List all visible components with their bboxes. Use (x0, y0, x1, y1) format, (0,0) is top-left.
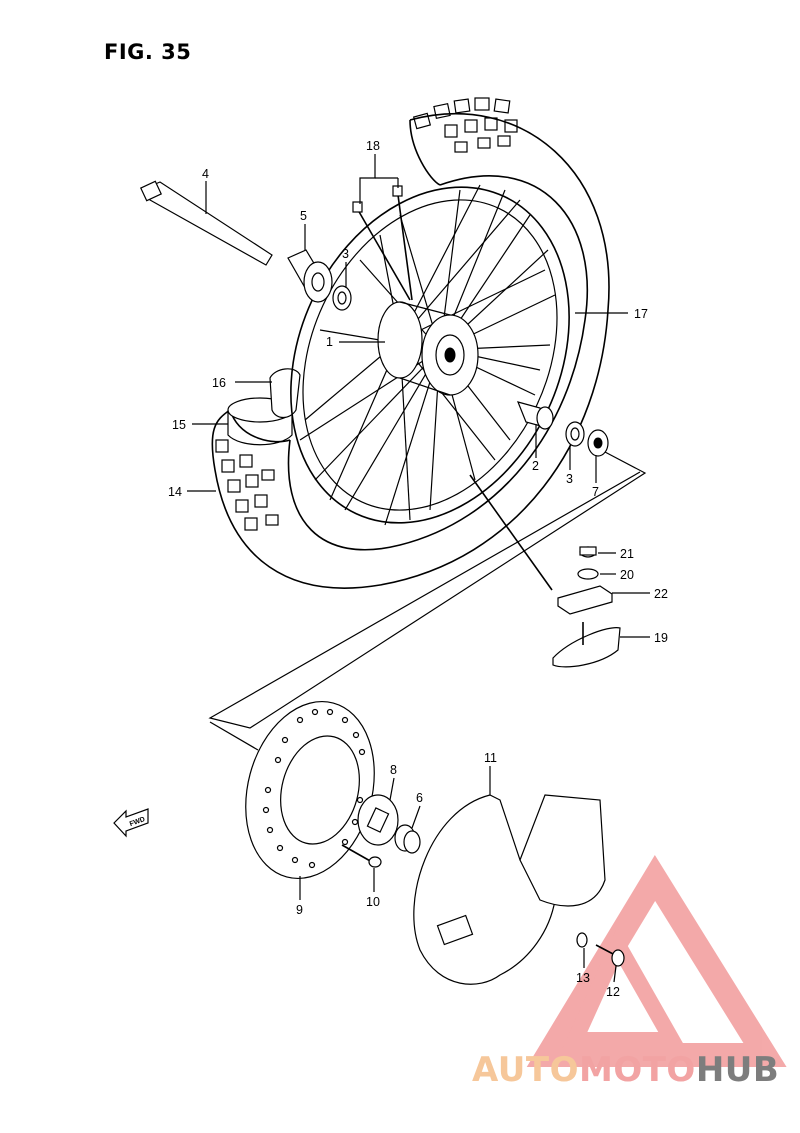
figure-title: FIG. 35 (104, 40, 192, 64)
oil-seal-part (587, 429, 609, 457)
watermark-text: AUTOMOTOHUB (472, 1050, 779, 1090)
fwd-direction-marker: FWD (113, 808, 149, 838)
callout-12: 12 (606, 985, 620, 999)
callout-5: 5 (300, 209, 307, 223)
callout-7: 7 (592, 485, 599, 499)
watermark-logo-icon (526, 855, 787, 1067)
callout-6: 6 (416, 791, 423, 805)
watermark-hub: HUB (695, 1050, 780, 1090)
callout-4: 4 (202, 167, 209, 181)
screw-part (595, 944, 625, 967)
callout-3b: 3 (566, 472, 573, 486)
callout-14: 14 (168, 485, 182, 499)
tire-part (211, 97, 610, 589)
disc-bolt-part (341, 844, 382, 868)
callout-2: 2 (532, 459, 539, 473)
rim-lock-part (552, 622, 621, 668)
arrow-left-icon (113, 808, 149, 838)
callout-15: 15 (172, 418, 186, 432)
callout-3a: 3 (342, 247, 349, 261)
nut-part (579, 546, 597, 558)
callout-19: 19 (654, 631, 668, 645)
callout-1: 1 (326, 335, 333, 349)
callout-10: 10 (366, 895, 380, 909)
rim-lock-leader (469, 474, 553, 591)
axle-part (139, 180, 273, 266)
disc-cover-part (413, 794, 606, 985)
callout-21: 21 (620, 547, 634, 561)
callout-11: 11 (484, 751, 497, 765)
rim-band-part (269, 368, 301, 419)
spoke-part (352, 185, 413, 301)
rim-lock-pad-part (557, 585, 613, 615)
bushing-part (394, 824, 421, 854)
washer-part (577, 568, 599, 580)
spacer-part (287, 249, 333, 303)
brake-disc-part (245, 700, 375, 880)
callout-17: 17 (634, 307, 648, 321)
bearing-part-right (565, 421, 585, 447)
callout-13: 13 (576, 971, 590, 985)
callout-9: 9 (296, 903, 303, 917)
exploded-view-lines (208, 451, 647, 751)
watermark-auto: AUTO (472, 1050, 579, 1090)
callout-leaders (187, 154, 650, 983)
callout-22: 22 (654, 587, 668, 601)
callout-20: 20 (620, 568, 634, 582)
callout-16: 16 (212, 376, 226, 390)
callout-18: 18 (366, 139, 380, 153)
hub-cover-part (357, 794, 399, 846)
hub-part (377, 301, 479, 396)
washer-part-small (576, 932, 588, 948)
watermark-moto: MOTO (578, 1050, 696, 1090)
bearing-part-left (332, 285, 352, 311)
callout-8: 8 (390, 763, 397, 777)
callout-labels: 4 5 3 18 1 16 15 14 17 2 3 7 21 20 22 19… (168, 139, 668, 999)
spacer-part-right (516, 401, 554, 430)
